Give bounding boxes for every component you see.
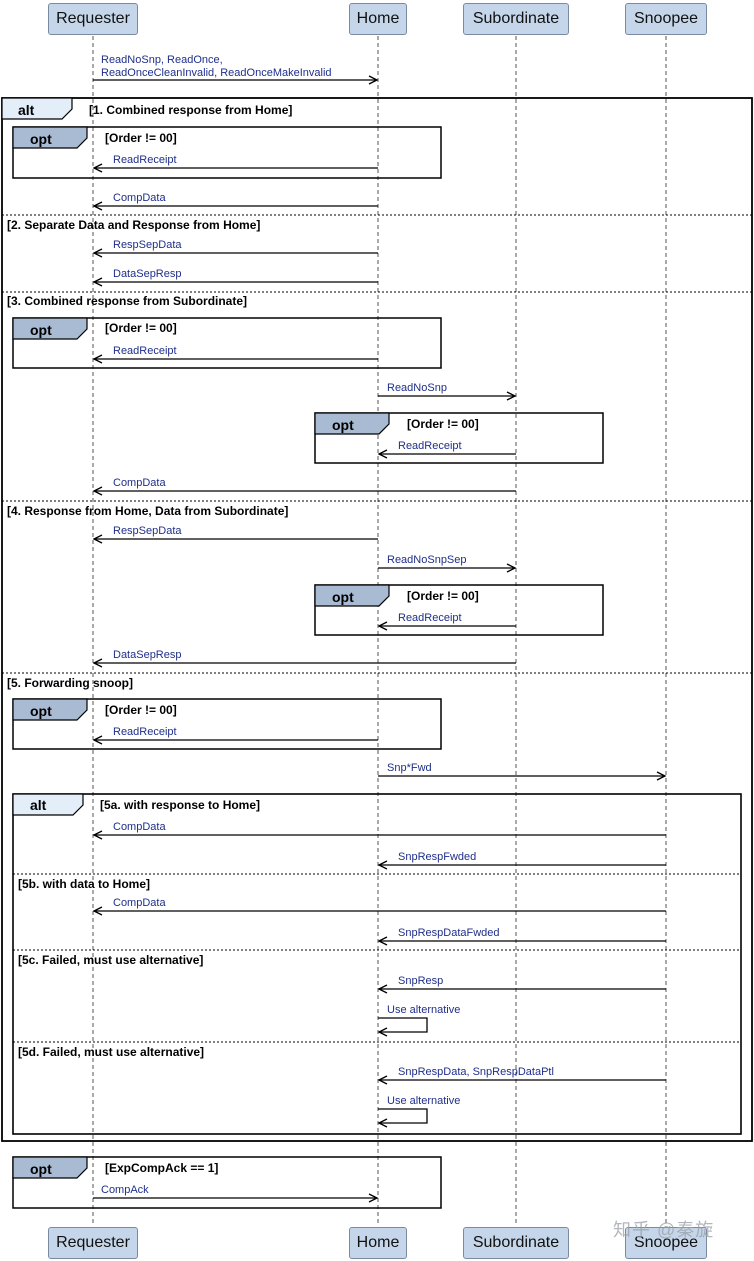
label-read-no-snp-sep: ReadNoSnpSep [387,554,467,566]
opt-tag-4 [314,584,390,607]
opt-guard-3a: [Order != 00] [105,321,177,335]
label-read-receipt-5: ReadReceipt [113,726,177,738]
alt-frame-inner [12,793,742,1135]
actor-requester-bottom: Requester [48,1227,138,1259]
guard-2: [2. Separate Data and Response from Home… [7,218,260,232]
opt-tag-1 [12,126,88,149]
label-read-no-snp: ReadNoSnp [387,382,447,394]
label-read-receipt-3a: ReadReceipt [113,345,177,357]
guard-1: [1. Combined response from Home] [89,103,292,117]
watermark: 知乎 @秦旋 [613,1220,715,1240]
actor-subordinate-top: Subordinate [463,3,569,35]
opt-tag-ack-label: opt [30,1161,52,1177]
label-read-receipt-3b: ReadReceipt [398,440,462,452]
opt-frame-ack [12,1156,442,1209]
alt-tag-outer [1,97,73,120]
label-read-receipt-1: ReadReceipt [113,154,177,166]
label-snp-fwd: Snp*Fwd [387,762,432,774]
label-comp-ack: CompAck [101,1184,149,1196]
guard-5c: [5c. Failed, must use alternative] [18,953,203,967]
opt-tag-3a [12,317,88,340]
label-comp-data-1: CompData [113,192,166,204]
actor-requester-top: Requester [48,3,138,35]
opt-frame-4 [314,584,604,636]
actor-snoopee-top: Snoopee [625,3,707,35]
label-use-alternative-5c: Use alternative [387,1004,460,1016]
opt-frame-3b [314,412,604,464]
alt-tag-inner [12,793,84,816]
actor-snoopee-bottom: Snoopee [625,1227,707,1259]
opt-tag-5-label: opt [30,703,52,719]
alt-tag-outer-label: alt [18,102,35,118]
label-data-sep-resp-2: DataSepResp [113,268,182,280]
label-snp-resp-fwded: SnpRespFwded [398,851,476,863]
alt-tag-inner-label: alt [30,797,47,813]
opt-guard-3b: [Order != 00] [407,417,479,431]
opt-frame-5 [12,698,442,750]
arrow-self-5c [378,1017,428,1032]
opt-frame-1 [12,126,442,179]
guard-4: [4. Response from Home, Data from Subord… [7,504,288,518]
guard-5b: [5b. with data to Home] [18,877,150,891]
label-data-sep-resp-4: DataSepResp [113,649,182,661]
opt-guard-1: [Order != 00] [105,131,177,145]
label-first-2: ReadOnceCleanInvalid, ReadOnceMakeInvali… [101,67,332,79]
guard-5a: [5a. with response to Home] [100,798,260,812]
arrow-self-5d [378,1108,428,1123]
label-snp-resp-data-fwded: SnpRespDataFwded [398,927,500,939]
actor-subordinate-bottom: Subordinate [463,1227,569,1259]
label-comp-data-5a: CompData [113,821,166,833]
guard-3: [3. Combined response from Subordinate] [7,294,247,308]
opt-tag-5 [12,698,88,721]
alt-frame-outer [1,97,753,1142]
label-snp-resp-data: SnpRespData, SnpRespDataPtl [398,1066,554,1078]
guard-5: [5. Forwarding snoop] [7,676,133,690]
opt-tag-1-label: opt [30,131,52,147]
label-first-1: ReadNoSnp, ReadOnce, [101,54,223,66]
label-use-alternative-5d: Use alternative [387,1095,460,1107]
label-comp-data-3: CompData [113,477,166,489]
label-resp-sep-data-4: RespSepData [113,525,182,537]
label-comp-data-5b: CompData [113,897,166,909]
label-snp-resp: SnpResp [398,975,443,987]
label-resp-sep-data-2: RespSepData [113,239,182,251]
opt-guard-4: [Order != 00] [407,589,479,603]
label-read-receipt-4: ReadReceipt [398,612,462,624]
opt-guard-5: [Order != 00] [105,703,177,717]
opt-tag-3a-label: opt [30,322,52,338]
guard-5d: [5d. Failed, must use alternative] [18,1045,204,1059]
actor-home-bottom: Home [349,1227,407,1259]
opt-tag-3b [314,412,390,435]
opt-frame-3a [12,317,442,369]
opt-guard-ack: [ExpCompAck == 1] [105,1161,218,1175]
opt-tag-ack [12,1156,88,1179]
opt-tag-3b-label: opt [332,417,354,433]
opt-tag-4-label: opt [332,589,354,605]
actor-home-top: Home [349,3,407,35]
